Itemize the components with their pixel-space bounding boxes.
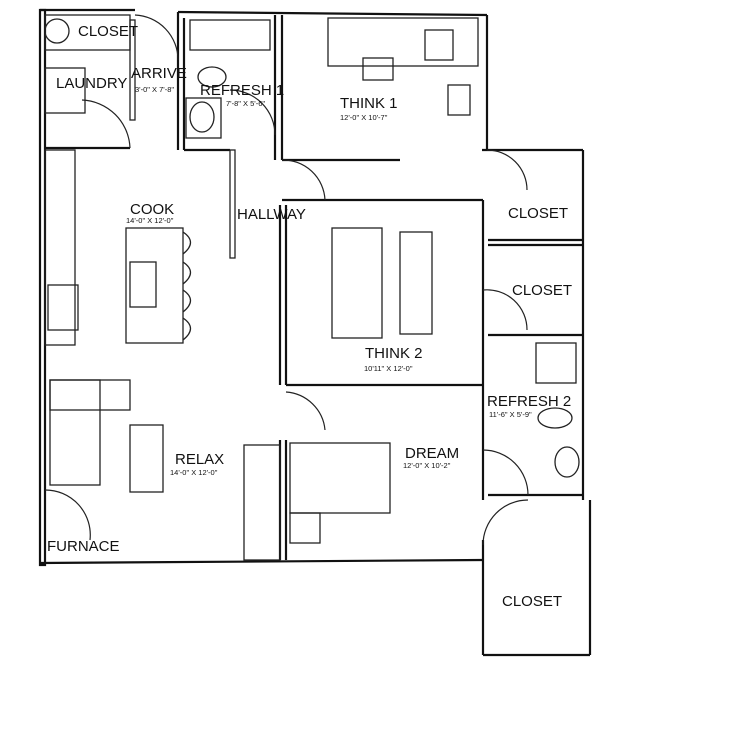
fixtures (44, 14, 580, 561)
room-label-think2: THINK 2 (365, 345, 423, 362)
walls (38, 8, 592, 657)
room-label-laundry: LAUNDRY (56, 75, 127, 92)
room-label-closet-top: CLOSET (78, 23, 138, 40)
room-size-refresh1: 7'-8" X 5'-6" (226, 99, 265, 108)
room-label-closet-c: CLOSET (502, 593, 562, 610)
bed (289, 442, 391, 514)
room-label-closet-a: CLOSET (508, 205, 568, 222)
desk (327, 17, 479, 67)
kitchen-island (125, 227, 184, 344)
room-label-relax: RELAX (175, 451, 224, 468)
sofa (49, 379, 131, 411)
room-label-think1: THINK 1 (340, 95, 398, 112)
shower-icon (535, 342, 577, 384)
room-label-dream: DREAM (405, 445, 459, 462)
bathtub-icon (189, 19, 271, 51)
dresser (243, 444, 281, 561)
room-size-refresh2: 11'-6" X 5'-9" (489, 410, 532, 419)
room-label-hallway: HALLWAY (237, 206, 306, 223)
room-label-refresh1: REFRESH 1 (200, 82, 284, 99)
washer-icon (44, 18, 70, 44)
think2-sofa (331, 227, 383, 339)
room-size-relax: 14'-0" X 12'-0" (170, 468, 218, 477)
room-size-dream: 12'-0" X 10'-2" (403, 461, 451, 470)
sink-icon (189, 101, 215, 133)
room-label-cook: COOK (130, 201, 174, 218)
doors (44, 14, 529, 546)
room-size-think1: 12'-0" X 10'-7" (340, 113, 388, 122)
room-size-think2: 10'11" X 12'-0" (364, 364, 413, 373)
room-label-closet-b: CLOSET (512, 282, 572, 299)
room-label-arrive: ARRIVE (131, 65, 187, 82)
room-size-arrive: 3'-0" X 7'-8" (135, 85, 174, 94)
kitchen-counter (44, 149, 76, 346)
sink-2-icon (554, 446, 580, 478)
room-label-refresh2: REFRESH 2 (487, 393, 571, 410)
room-size-cook: 14'-0" X 12'-0" (126, 216, 174, 225)
dryer-icon (44, 67, 86, 114)
toilet-2-icon (537, 407, 573, 429)
toilet-icon (197, 66, 227, 88)
room-label-furnace: FURNACE (47, 538, 120, 555)
coffee-table (129, 424, 164, 493)
stove-icon (47, 284, 79, 331)
